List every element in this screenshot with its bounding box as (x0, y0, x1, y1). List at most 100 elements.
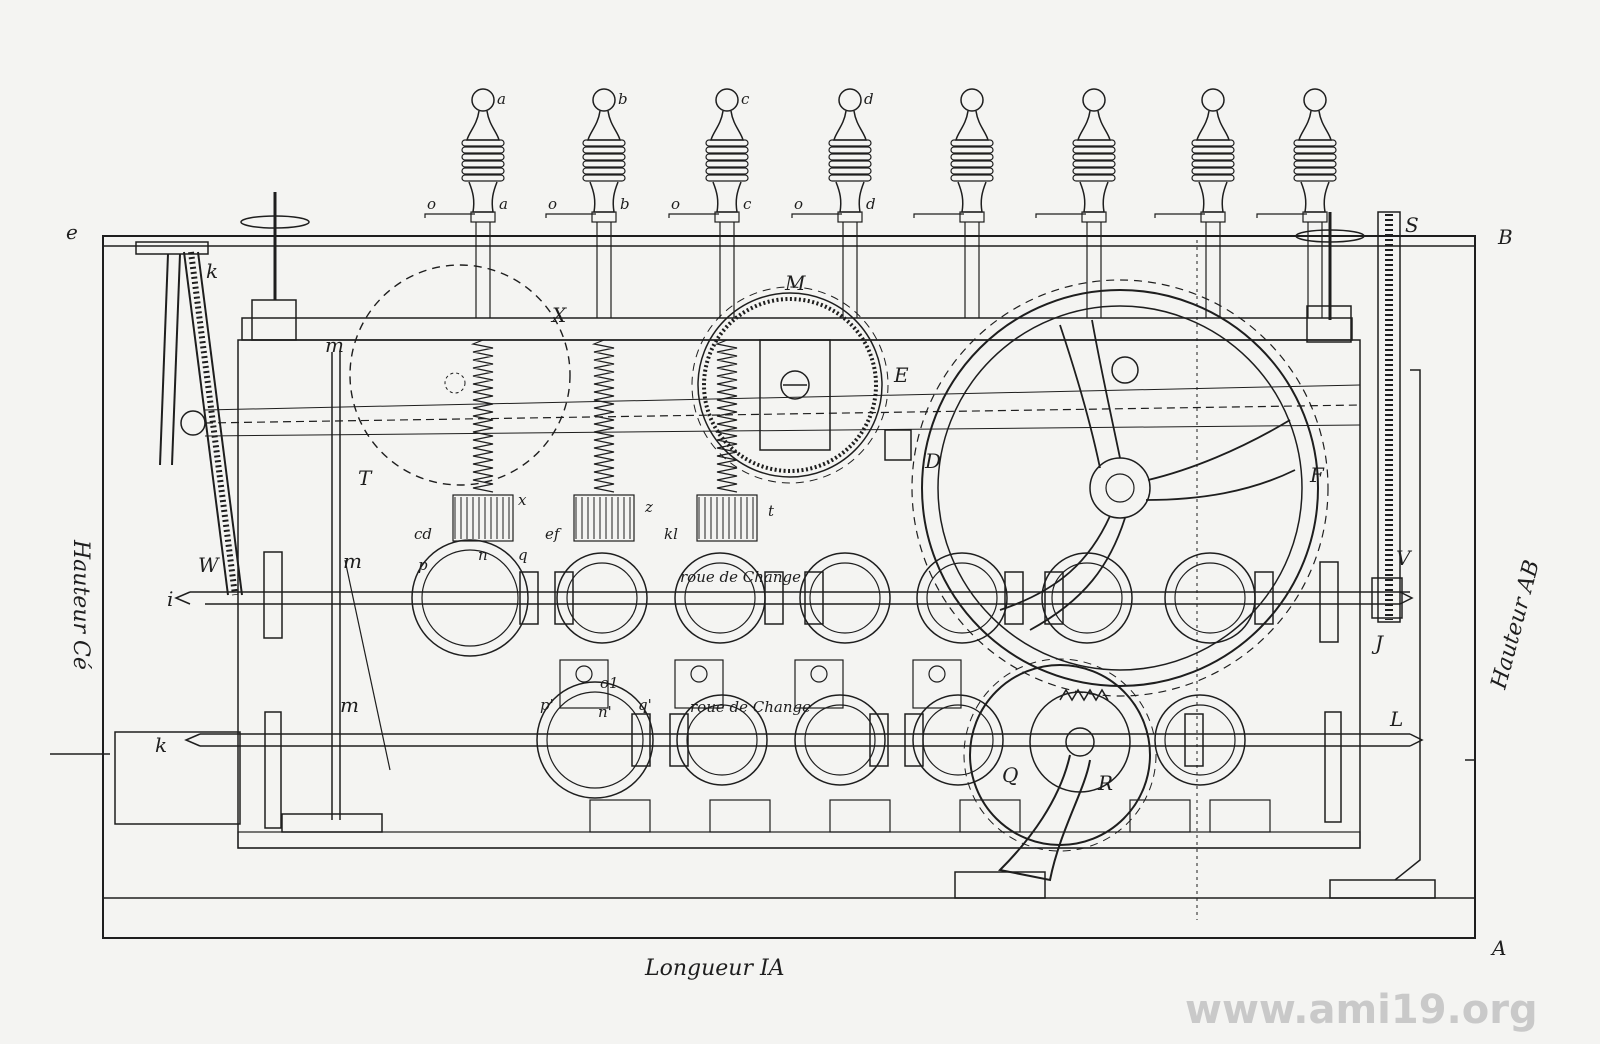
wheel-F-hub-inner (1105, 473, 1135, 503)
shaft-k-collar (264, 711, 282, 829)
label-Q: Q (1002, 763, 1018, 787)
left-arm (159, 253, 169, 466)
key-base-label: a (499, 195, 508, 213)
left-arm-2 (171, 253, 181, 466)
key-post: a o a (424, 88, 508, 318)
spring (470, 339, 494, 493)
key-base-label: c (743, 195, 752, 213)
gear-R-teeth (1059, 688, 1109, 702)
rack-block (573, 494, 635, 542)
cam-disc (536, 681, 654, 799)
left-foot (281, 813, 383, 833)
pinion (519, 571, 539, 625)
bearing-plate (912, 659, 962, 709)
rack-S (1377, 211, 1401, 623)
watermark: www.ami19.org (1185, 987, 1538, 1033)
bearing-plate (674, 659, 724, 709)
label-D: D (924, 449, 941, 473)
label-S: S (1405, 213, 1419, 237)
pinion-E (884, 429, 912, 461)
wheel-annotation-2: roue de Change (690, 698, 811, 716)
inner-base-plate (237, 831, 1361, 849)
shaft-J-collar (1319, 561, 1339, 643)
label-B: B (1497, 225, 1513, 249)
key-base-label: d (866, 195, 876, 213)
label-kl: kl (664, 525, 678, 543)
rack-k (183, 251, 243, 596)
key-label: a (497, 90, 506, 108)
wheel-F-dashed (911, 279, 1329, 697)
key-base-label: o (794, 195, 803, 213)
pinion (1184, 713, 1204, 767)
gear-M-dashed (691, 286, 889, 484)
base-block (709, 799, 771, 833)
base-block (1209, 799, 1271, 833)
cam-disc (1164, 552, 1256, 644)
right-bracket-rail (1394, 369, 1421, 881)
left-pivot (180, 410, 206, 436)
cam-disc (1041, 552, 1133, 644)
key-label: c (741, 90, 750, 108)
label-ef: ef (545, 525, 562, 543)
label-T: T (358, 466, 373, 490)
label-m-top: m (325, 333, 344, 357)
pinion-V (1371, 577, 1403, 619)
label-t: t (768, 502, 775, 520)
screw-M (780, 370, 810, 400)
wheel-F-rim (937, 305, 1303, 671)
cam-disc (1154, 694, 1246, 786)
screw-F (1111, 356, 1139, 384)
rack-block (696, 494, 758, 542)
label-m-mid: m (343, 549, 362, 573)
spring (591, 339, 615, 493)
cam-disc (556, 552, 648, 644)
pinion (1044, 571, 1064, 625)
key-base-label: o (427, 195, 436, 213)
label-x: x (518, 491, 527, 509)
label-R: R (1097, 771, 1113, 795)
shaft-i-collar (263, 551, 283, 639)
label-z: z (644, 498, 653, 516)
pinion (554, 571, 574, 625)
label-m-low: m (340, 693, 359, 717)
bearing-plate (794, 659, 844, 709)
label-p: p (418, 556, 428, 574)
shaft-k-tip (184, 733, 201, 747)
gear-M (697, 292, 883, 478)
label-X: X (550, 303, 567, 327)
cam-disc (916, 552, 1008, 644)
lower-cams (536, 659, 1271, 833)
shaft-J-tip (1399, 591, 1414, 605)
cam-disc (411, 539, 529, 657)
upper-axis-top (204, 384, 1361, 411)
label-n: n (478, 546, 488, 564)
cam-disc (674, 552, 766, 644)
wheel-F (921, 289, 1319, 687)
gear-R-hub (1065, 727, 1095, 757)
right-foot (1329, 879, 1436, 899)
gear-Q-dashed (963, 658, 1157, 852)
cam-disc (799, 552, 891, 644)
pinion (764, 571, 784, 625)
key-post (1256, 88, 1337, 318)
pinion (669, 713, 689, 767)
pinion (804, 571, 824, 625)
dimension-length: Longueur IA (644, 956, 785, 981)
shaft-L-tip (1409, 733, 1424, 747)
label-L: L (1389, 707, 1403, 731)
pinion (1004, 571, 1024, 625)
left-bracket (251, 299, 297, 341)
left-arm-top (135, 241, 209, 255)
dimension-height-right: Hauteur AB (1486, 558, 1545, 693)
label-V: V (1396, 546, 1413, 570)
shaft-L-collar (1324, 711, 1342, 823)
top-bar (241, 317, 1353, 341)
base-block (959, 799, 1021, 833)
key-base-label: o (548, 195, 557, 213)
key-label: b (618, 90, 628, 108)
upper-dashed-axis (204, 404, 1361, 424)
